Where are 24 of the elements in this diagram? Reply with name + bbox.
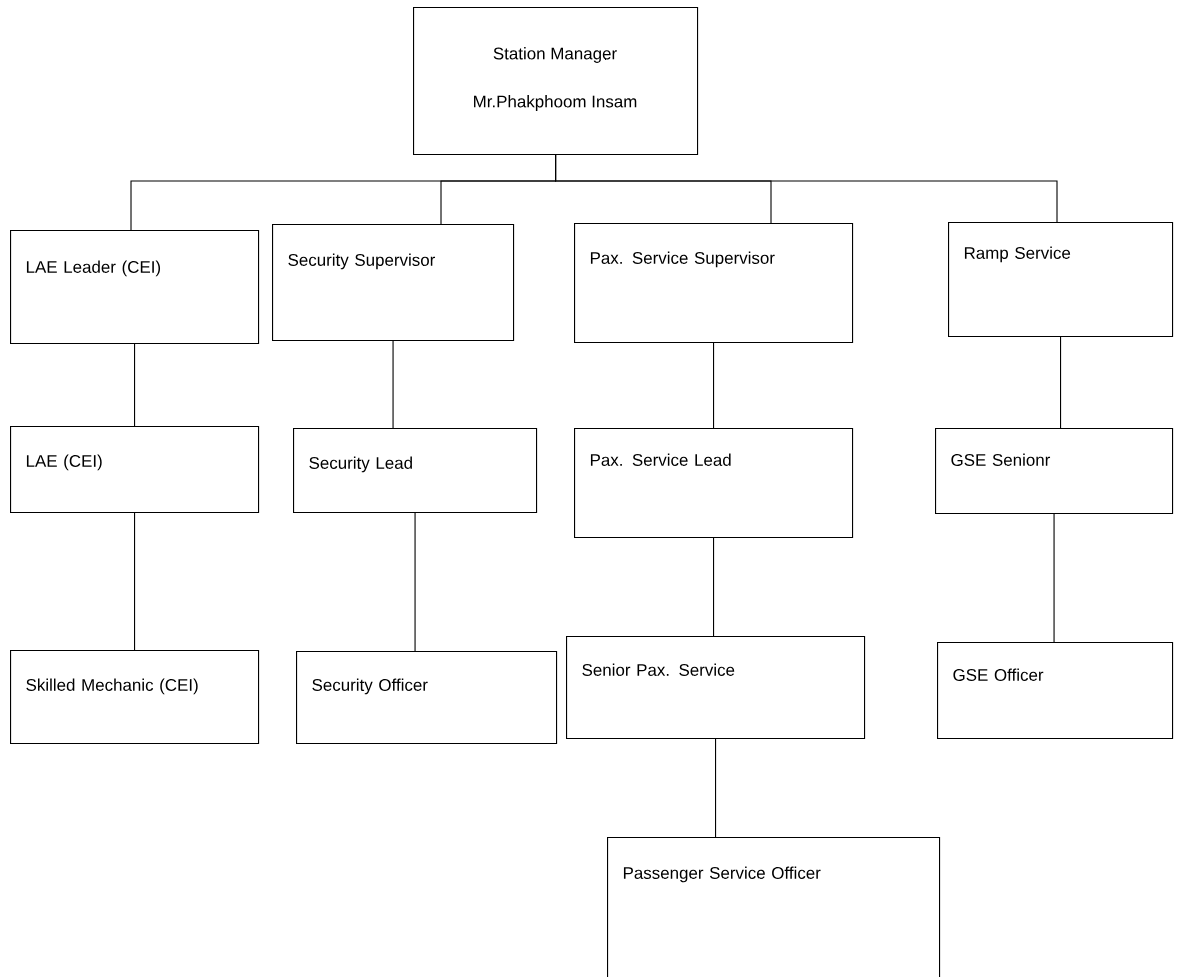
org-box: Senior Pax. Service: [566, 636, 866, 740]
connector-line: [414, 512, 416, 652]
connector-line: [134, 343, 136, 427]
connector-line: [713, 342, 715, 429]
org-box: Passenger Service Officer: [607, 837, 941, 977]
org-box: Security Lead: [293, 428, 538, 514]
org-box: Pax. Service Lead: [574, 428, 854, 539]
org-box: Security Officer: [296, 651, 558, 745]
connector-line: [715, 738, 717, 838]
org-box: Pax. Service Supervisor: [574, 223, 854, 344]
org-box: GSE Senionr: [935, 428, 1174, 515]
org-box: Ramp Service: [948, 222, 1174, 338]
connector-line: [555, 154, 1058, 223]
org-box: Skilled Mechanic (CEI): [10, 650, 260, 745]
connector-line: [713, 537, 715, 637]
connector-line: [1053, 513, 1055, 643]
org-box: Security Supervisor: [272, 224, 515, 342]
connector-line: [392, 340, 394, 429]
org-box: Station Manager Mr.Phakphoom Insam: [413, 7, 699, 156]
org-box: LAE Leader (CEI): [10, 230, 260, 345]
connector-line: [134, 512, 136, 651]
connector-line: [1060, 336, 1062, 429]
org-box: LAE (CEI): [10, 426, 260, 514]
org-box: GSE Officer: [937, 642, 1174, 740]
